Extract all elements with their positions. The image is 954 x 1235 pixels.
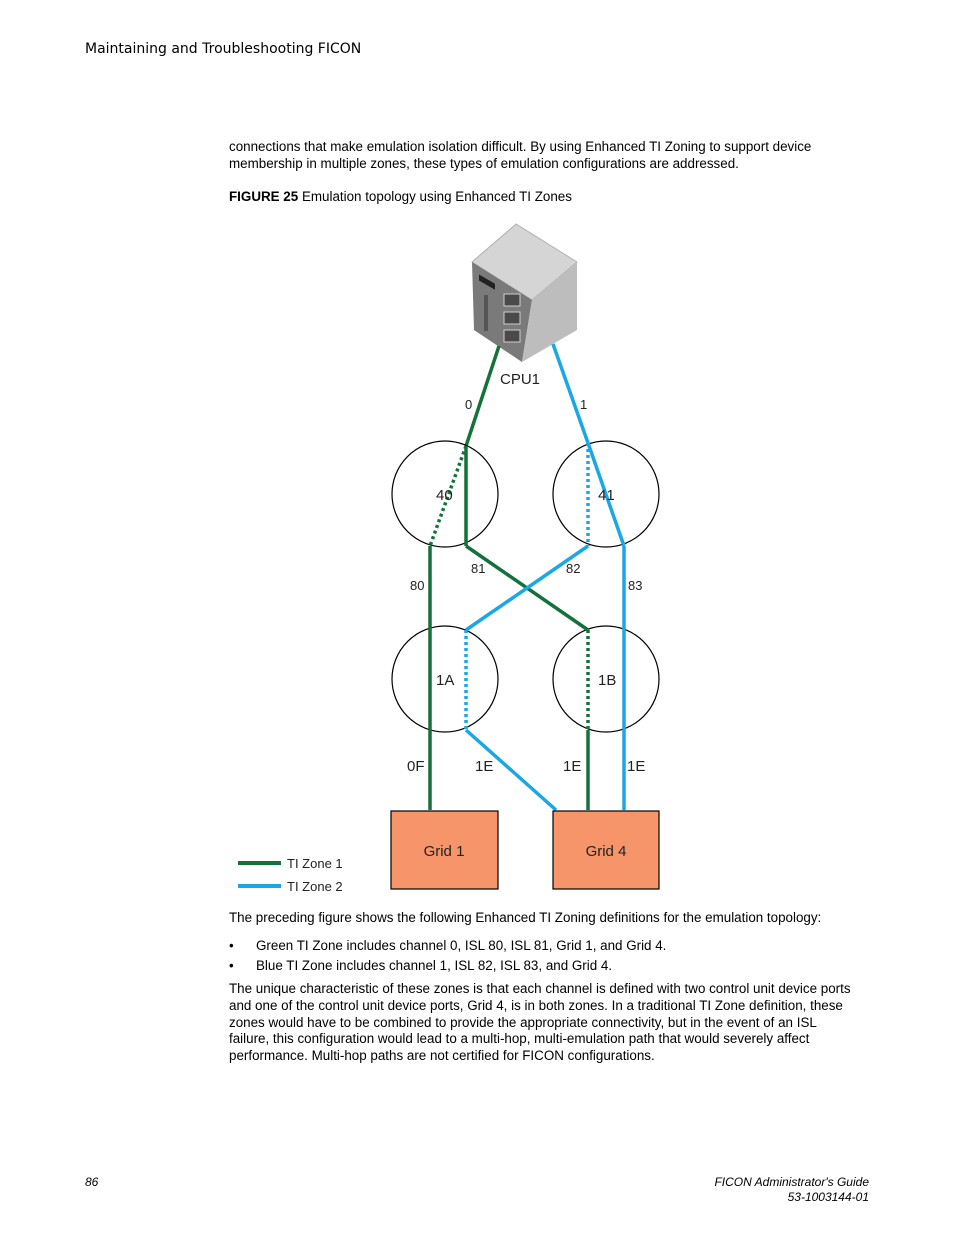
isl-80-label: 80: [410, 578, 424, 593]
port-1e-label-a: 1E: [475, 758, 493, 775]
grid-4-box: [552, 810, 660, 890]
switch-1a-label: 1A: [436, 672, 454, 689]
grid-1-box: [390, 810, 499, 890]
doc-number: 53-1003144-01: [787, 1190, 869, 1204]
list-item: •Blue TI Zone includes channel 1, ISL 82…: [229, 957, 613, 973]
cpu-cube-icon: [471, 223, 578, 362]
legend-zone1-label: TI Zone 1: [287, 856, 343, 871]
isl-83-label: 83: [628, 578, 642, 593]
figure-caption-text: Emulation topology using Enhanced TI Zon…: [301, 189, 572, 204]
grid-1-label: Grid 1: [424, 843, 465, 860]
switch-40-label: 40: [436, 487, 453, 504]
isl-82-label: 82: [566, 561, 580, 576]
after-figure-paragraph: The preceding figure shows the following…: [229, 910, 822, 925]
switch-1b-label: 1B: [598, 672, 616, 689]
legend-zone2-label: TI Zone 2: [287, 879, 343, 894]
figure-caption: FIGURE 25 Emulation topology using Enhan…: [229, 189, 572, 204]
intro-paragraph: connections that make emulation isolatio…: [229, 139, 812, 171]
figure-label: FIGURE 25: [229, 189, 299, 204]
page-number: 86: [85, 1175, 99, 1189]
port-1e-1a-line: [464, 728, 558, 812]
channel-1-label: 1: [580, 397, 587, 412]
port-1e-label-c: 1E: [627, 758, 645, 775]
channel-1-line: [551, 343, 590, 444]
switch-40: [391, 440, 499, 548]
legend: TI Zone 1 TI Zone 2: [238, 856, 343, 894]
channel-0-label: 0: [465, 397, 472, 412]
grid-4-label: Grid 4: [586, 843, 627, 860]
zone-definition-list: •Green TI Zone includes channel 0, ISL 8…: [229, 936, 666, 975]
running-header: Maintaining and Troubleshooting FICON: [85, 41, 362, 57]
port-1e-label-b: 1E: [563, 758, 581, 775]
cpu-label: CPU1: [500, 371, 540, 388]
footer-doc-info: FICON Administrator's Guide 53-1003144-0…: [714, 1175, 869, 1205]
isl-81-label: 81: [471, 561, 485, 576]
switch-41-label: 41: [598, 487, 615, 504]
list-item: •Green TI Zone includes channel 0, ISL 8…: [229, 938, 667, 953]
isl-82-line: [465, 544, 589, 632]
doc-title: FICON Administrator's Guide: [714, 1175, 869, 1189]
port-0f-label: 0F: [407, 758, 425, 775]
final-paragraph: The unique characteristic of these zones…: [229, 981, 851, 1064]
switch-1b: [552, 625, 660, 733]
switch-1a: [391, 625, 499, 733]
channel-0-line: [464, 345, 501, 447]
